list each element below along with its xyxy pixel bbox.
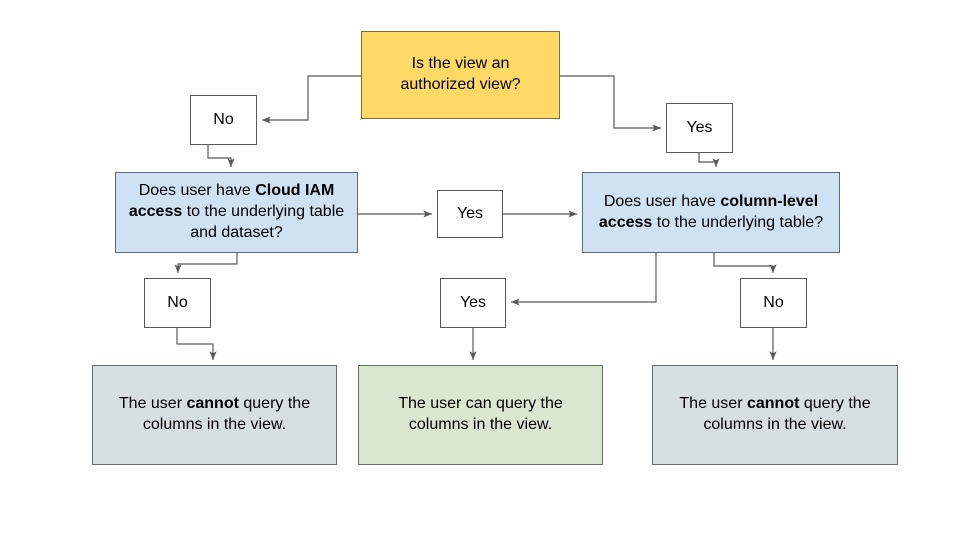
edge-authorized-to-yes <box>560 75 662 132</box>
decision-line-2: authorized view? <box>400 76 521 93</box>
outcome-right-cannot-query: The user cannot query the columns in the… <box>652 365 898 465</box>
branch-label-yes-lower-middle[interactable]: Yes <box>440 278 506 328</box>
decision-column-level-text: Does user have column-level access to th… <box>598 192 824 231</box>
decision-is-authorized-view-label: Is the view an authorized view? <box>362 54 559 96</box>
decision-column-level-access[interactable]: Does user have column-level access to th… <box>582 172 840 253</box>
outcome-left-text: The user cannot query the columns in the… <box>118 395 311 433</box>
outcome-left-cannot-query: The user cannot query the columns in the… <box>92 365 337 465</box>
decision-cloud-iam-text: Does user have Cloud IAM access to the u… <box>128 182 345 241</box>
decision-cloud-iam-access[interactable]: Does user have Cloud IAM access to the u… <box>115 172 358 253</box>
branch-label-no-lower-left[interactable]: No <box>144 278 211 328</box>
outcome-right-label: The user cannot query the columns in the… <box>653 394 897 436</box>
decision-column-level-access-label: Does user have column-level access to th… <box>583 192 839 234</box>
decision-line-1: Is the view an <box>411 55 510 73</box>
outcome-right-text: The user cannot query the columns in the… <box>679 395 871 433</box>
outcome-left-label: The user cannot query the columns in the… <box>93 394 336 436</box>
outcome-middle-text: The user can query the columns in the vi… <box>398 395 563 433</box>
edge-cloud-iam-to-no <box>174 253 238 274</box>
branch-label-yes-middle[interactable]: Yes <box>437 190 503 238</box>
branch-label-yes-top[interactable]: Yes <box>666 103 733 153</box>
edge-no-to-cloud-iam <box>207 145 235 168</box>
branch-label-yes-lower-middle-text: Yes <box>459 293 487 311</box>
edge-authorized-to-no <box>261 75 361 124</box>
branch-label-yes-middle-text: Yes <box>456 204 484 222</box>
branch-label-no-top[interactable]: No <box>190 95 257 145</box>
decision-cloud-iam-access-label: Does user have Cloud IAM access to the u… <box>116 181 357 243</box>
branch-label-no-lower-right-text: No <box>763 293 784 311</box>
edge-yes-to-column-level <box>698 153 720 168</box>
edge-column-level-to-no <box>713 253 777 274</box>
decision-is-authorized-view[interactable]: Is the view an authorized view? <box>361 31 560 119</box>
outcome-middle-can-query: The user can query the columns in the vi… <box>358 365 603 465</box>
edge-column-level-to-yes <box>510 253 657 306</box>
branch-label-yes-top-text: Yes <box>686 118 713 136</box>
outcome-middle-label: The user can query the columns in the vi… <box>359 394 602 436</box>
branch-label-no-lower-right[interactable]: No <box>740 278 807 328</box>
branch-label-no-top-text: No <box>213 110 234 128</box>
branch-label-no-lower-left-text: No <box>167 293 188 311</box>
edge-no-to-outcome-left <box>176 328 217 361</box>
